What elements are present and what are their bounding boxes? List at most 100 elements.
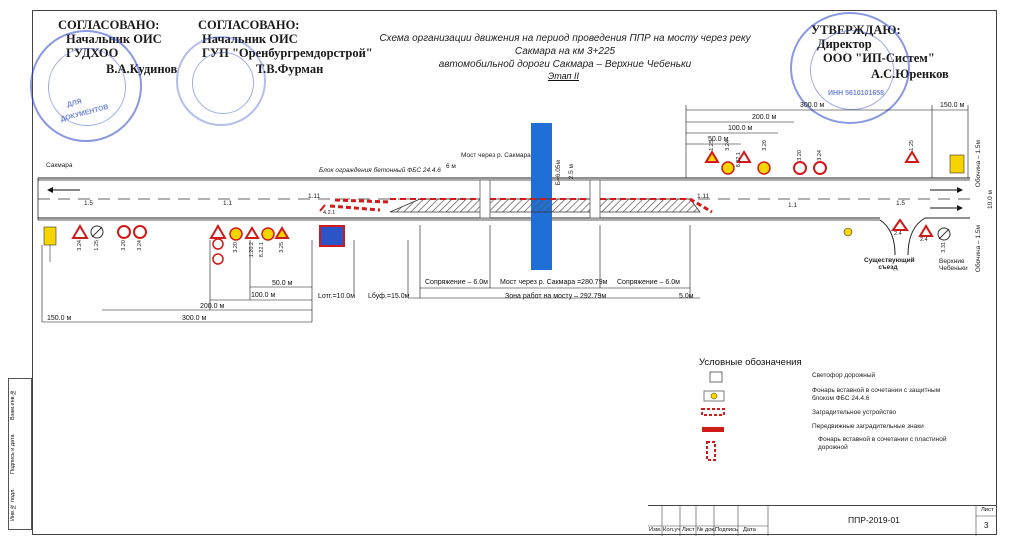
approval-middle-heading: СОГЛАСОВАНО: — [198, 18, 300, 32]
legend-item-3: Заградительное устройство — [812, 409, 897, 416]
dim-150-right: 150.0 м — [940, 102, 965, 109]
sign-code-left-8: 3.25 — [279, 242, 285, 253]
sign-code-right-6: 3.24 — [817, 150, 823, 161]
sign-code-right-5: 3.20 — [797, 150, 803, 161]
tb-col-izm: Изм. — [649, 527, 662, 533]
sign-code-right-9: 2.4 — [894, 231, 902, 237]
title-block-grid — [648, 506, 997, 536]
dim-l-buf: Lбуф.=15.0м — [368, 293, 410, 300]
sign-code-right-10: 2.4 — [920, 237, 928, 243]
approval-left-heading: СОГЛАСОВАНО: — [58, 18, 160, 32]
approval-middle-signer: Т.В.Фурман — [256, 62, 324, 76]
stamp-right: ИНН 5610101658 — [790, 12, 910, 124]
legend-item-4: Передвижные заградительные знаки — [812, 423, 924, 430]
sign-code-left-1: 3.24 — [77, 240, 83, 251]
barrier-taper-left — [319, 198, 391, 212]
bridge-label: Мост через р. Сакмара — [461, 152, 531, 159]
width-6-label: 6 м — [446, 163, 456, 170]
sign-code-right-7: 1.25 — [909, 140, 915, 151]
sign-code-right-2: 3.24 — [725, 140, 731, 151]
tb-col-list: Лист — [682, 527, 695, 533]
sign-code-left-5: 3.20 — [233, 242, 239, 253]
tb-document-code: ППР-2019-01 — [848, 515, 900, 525]
title-block: Изм. Кол.уч Лист № док. Подпись Дата ППР… — [648, 505, 997, 536]
approach-left-label: Сопряжение – 6.0м — [425, 279, 488, 286]
legend-item-1: Светофор дорожный — [812, 372, 876, 379]
approach-right-label: Сопряжение – 6.0м — [617, 279, 680, 286]
barrier-device-panel — [319, 225, 345, 247]
river-band — [531, 123, 552, 270]
bridge-joint-right — [589, 179, 601, 219]
width-25-label: 2.5 м — [568, 164, 575, 180]
tb-col-podpis: Подпись — [715, 527, 738, 533]
dimension-lines-middle — [408, 225, 700, 299]
sign-code-right-1: 1.25 — [709, 140, 715, 151]
tb-sheet-label: Лист — [981, 507, 994, 513]
sign-code-right-3: 3.20 — [762, 140, 768, 151]
sign-code-left-2: 1.25 — [94, 240, 100, 251]
marking-11-right: 1.1 — [788, 202, 798, 209]
tb-col-data: Дата — [743, 527, 756, 533]
bridge-length-label: Мост через р. Сакмара =280.79м — [500, 279, 608, 286]
legend-item-2: Фонарь вставной в сочетании с защитным б… — [812, 387, 941, 402]
stamp-middle — [176, 36, 266, 126]
dim-100-right: 100.0 м — [728, 125, 753, 132]
tb-col-ndok: № док. — [697, 527, 716, 533]
dim-150-left: 150.0 м — [47, 315, 72, 322]
sign-code-right-8: 3.31 — [941, 242, 947, 253]
marking-15-left: 1.5 — [84, 200, 94, 207]
marking-111-left: 1.11 — [308, 193, 321, 200]
side-col-inv: Инв.№ подл. — [10, 488, 16, 522]
signs-right — [704, 150, 965, 241]
dim-50-right: 50.0 м — [708, 136, 729, 143]
bridge-width-label: Б=6.05м — [555, 160, 562, 186]
tb-col-koluch: Кол.уч — [663, 527, 681, 533]
dim-300-left: 300.0 м — [182, 315, 207, 322]
side-col-replace: Взам.инв.№ — [10, 388, 16, 420]
work-zone-hatch — [389, 198, 701, 213]
side-exit-label: Существующий съезд — [864, 257, 915, 271]
road-width-label: 10.0 м — [987, 190, 994, 209]
direction-right-label: Верхние Чебеньки — [939, 258, 968, 272]
tb-sheet-number: 3 — [984, 521, 989, 530]
direction-left-label: Сакмара — [46, 162, 73, 169]
signs-left — [43, 224, 290, 265]
dim-100-left: 100.0 м — [251, 292, 276, 299]
side-stamp-column: Инв.№ подл. Подпись и дата Взам.инв.№ — [8, 378, 32, 530]
shoulder-label-top: Обочина – 1.5м — [975, 140, 982, 188]
stamp-left: ДЛЯ ДОКУМЕНТОВ — [30, 30, 142, 142]
drawing-frame — [32, 10, 997, 535]
sign-code-left-4: 3.24 — [137, 240, 143, 251]
legend-title: Условные обозначения — [699, 357, 802, 368]
dim-50-left: 50.0 м — [272, 280, 293, 287]
dim-5: 5.0м — [679, 293, 694, 300]
dim-200-right: 200.0 м — [752, 114, 777, 121]
sign-code-left-3: 3.20 — [121, 240, 127, 251]
work-zone-label: Зона работ на мосту – 292.79м — [505, 293, 607, 300]
sign-code-left-7: 8.22.1 — [259, 242, 265, 258]
shoulder-label-bottom: Обочина – 1.5м — [975, 225, 982, 273]
sign-code-left-9: 4.2.1 — [323, 210, 336, 216]
sign-code-right-4: 8.22.1 — [736, 152, 742, 168]
document-title: Схема организации движения на период про… — [360, 32, 770, 71]
marking-15-right: 1.5 — [896, 200, 906, 207]
dim-l-otg: Lотг.=10.0м — [318, 293, 356, 300]
legend-symbols — [701, 371, 725, 461]
bridge-joint-left — [479, 179, 491, 219]
barrier-taper-right — [689, 197, 713, 214]
side-col-sign: Подпись и дата — [10, 434, 16, 474]
title-line-1: Схема организации движения на период про… — [379, 33, 751, 57]
stage-label: Этап II — [548, 71, 579, 81]
dim-300-right: 300.0 м — [800, 102, 825, 109]
dimension-lines-right — [685, 105, 969, 178]
side-exit-road — [879, 217, 926, 256]
sign-code-left-6: 1.20.2 — [249, 242, 255, 258]
title-line-2: автомобильной дороги Сакмара – Верхние Ч… — [438, 59, 692, 70]
dim-200-left: 200.0 м — [200, 303, 225, 310]
dimension-lines-left — [41, 240, 409, 323]
marking-11-left: 1.1 — [223, 200, 233, 207]
legend-item-5: Фонарь вставной в сочетании с пластиной … — [818, 436, 947, 451]
marking-111-right: 1.11 — [697, 193, 710, 200]
barrier-label: Блок ограждения бетонный ФБС 24.4.6 — [319, 167, 441, 174]
